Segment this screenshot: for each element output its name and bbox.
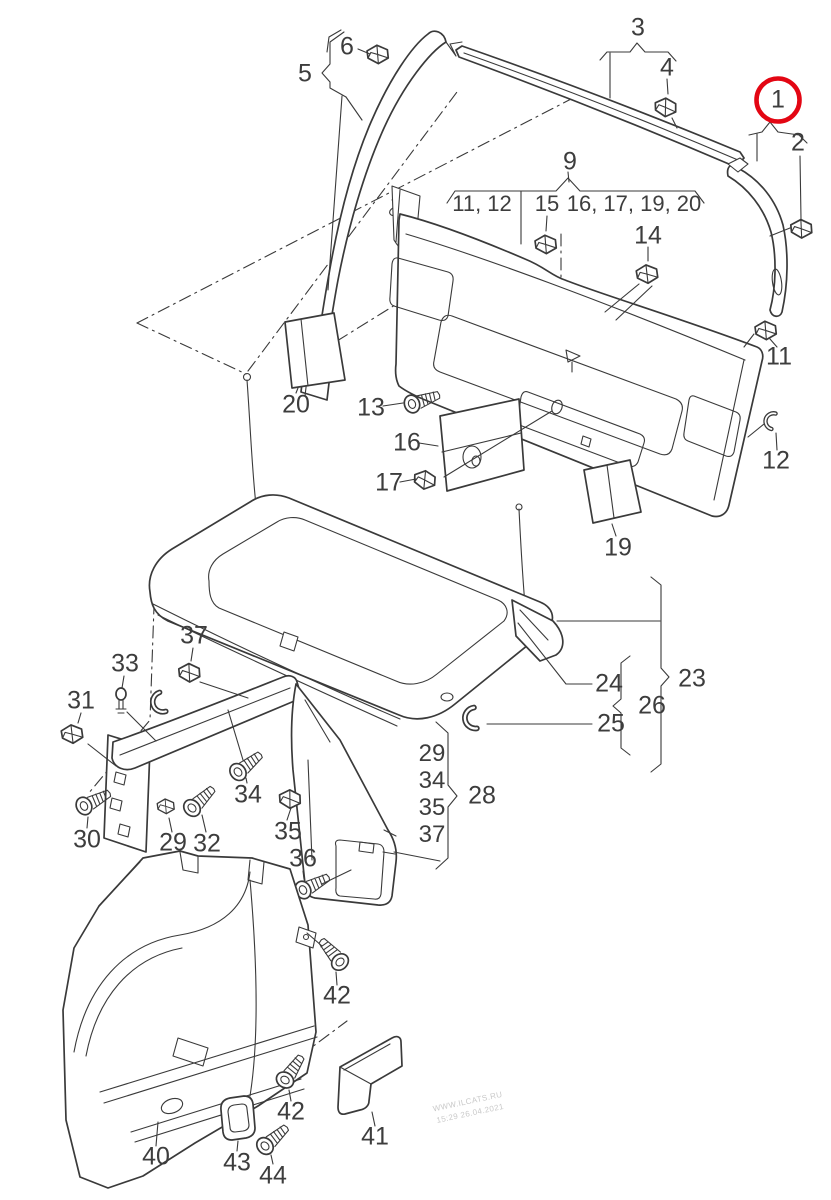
part-32-screw-drawing: [179, 780, 220, 833]
callout-20[interactable]: 20: [282, 390, 310, 419]
callout-28-stack-37[interactable]: 37: [418, 821, 446, 848]
part-4-clip-drawing: [651, 78, 680, 129]
part-11-clip-drawing: [743, 319, 779, 348]
part-43-bezel-drawing: [220, 1095, 256, 1152]
callout-28-stack-34[interactable]: 34: [418, 767, 446, 794]
callout-30[interactable]: 30: [73, 825, 101, 854]
part-16-cover-drawing: [418, 398, 525, 492]
callout-43[interactable]: 43: [223, 1148, 251, 1177]
callout-28[interactable]: 28: [468, 781, 496, 810]
part-40-side-trim-drawing: [62, 850, 318, 1189]
callout-25[interactable]: 25: [597, 709, 625, 738]
part-35-clip-drawing: [276, 787, 304, 821]
part-37-clip-drawing: [176, 647, 249, 699]
bracket-28: [393, 721, 458, 870]
part-33-pin-drawing: [115, 675, 157, 742]
callout-34[interactable]: 34: [234, 780, 262, 809]
part-17-clip-drawing: [399, 410, 553, 493]
bracket-5-6: [321, 29, 371, 291]
part-34-screw-drawing: [225, 709, 268, 785]
callout-19[interactable]: 19: [604, 533, 632, 562]
callout-17[interactable]: 17: [375, 468, 403, 497]
callout-44[interactable]: 44: [259, 1161, 287, 1190]
callout-group-11-12[interactable]: 11, 12: [452, 191, 512, 216]
part-3-strip-drawing: [455, 45, 745, 168]
callout-11[interactable]: 11: [766, 342, 792, 371]
callout-2[interactable]: 2: [791, 128, 805, 157]
callout-6[interactable]: 6: [340, 32, 354, 61]
callout-1-highlighted[interactable]: 1: [771, 85, 785, 114]
bracket-9: [446, 171, 705, 245]
bracket-3: [599, 42, 677, 99]
callout-13[interactable]: 13: [357, 393, 385, 422]
part-14-clip-drawing: [604, 246, 660, 321]
part-31-clip-drawing: [59, 712, 117, 767]
part-2-clip-drawing: [769, 217, 815, 241]
callout-28-stack-29[interactable]: 29: [418, 740, 446, 767]
callout-group-16-20[interactable]: 16, 17, 19, 20: [566, 191, 702, 216]
part-9-tailgate-panel-drawing: [389, 185, 764, 518]
callout-28-stack-35[interactable]: 35: [418, 794, 446, 821]
callout-14[interactable]: 14: [634, 221, 662, 250]
callout-33[interactable]: 33: [111, 649, 139, 678]
callout-1-highlight-circle: [754, 76, 802, 124]
callout-41[interactable]: 41: [361, 1122, 389, 1151]
part-36-screw-drawing: [291, 867, 352, 903]
callout-15[interactable]: 15: [534, 191, 560, 216]
callout-4[interactable]: 4: [660, 53, 674, 82]
brackets-23-26: [486, 576, 670, 773]
part-1-trim-drawing: [726, 157, 788, 318]
callout-29[interactable]: 29: [159, 828, 187, 857]
callout-31[interactable]: 31: [67, 686, 95, 715]
part-29-clip-drawing: [155, 797, 177, 833]
part-13-screw-drawing: [382, 384, 444, 416]
callout-42-upper[interactable]: 42: [323, 981, 351, 1010]
part-6-clip-drawing: [364, 43, 391, 66]
part-15-clip-drawing: [532, 215, 559, 256]
callout-12[interactable]: 12: [762, 446, 790, 475]
callout-3[interactable]: 3: [631, 13, 645, 42]
callout-36[interactable]: 36: [289, 844, 317, 873]
part-12-clip-drawing: [747, 411, 777, 451]
callout-23[interactable]: 23: [678, 664, 706, 693]
callout-35[interactable]: 35: [274, 817, 302, 846]
callout-24[interactable]: 24: [595, 669, 623, 698]
part-19-flap-drawing: [583, 459, 642, 537]
part-23-parcel-shelf-drawing: [149, 372, 564, 730]
part-42-screw-upper-drawing: [306, 932, 353, 986]
callout-26[interactable]: 26: [638, 691, 666, 720]
part-42-screw-lower-drawing: [272, 1050, 310, 1102]
part-30-screw-drawing: [72, 783, 115, 829]
callout-42-lower[interactable]: 42: [277, 1097, 305, 1126]
callout-5[interactable]: 5: [298, 59, 312, 88]
callout-16[interactable]: 16: [393, 428, 421, 457]
callout-37[interactable]: 37: [180, 621, 208, 650]
callout-9[interactable]: 9: [563, 147, 577, 176]
part-rail-bracket-drawing: [103, 674, 398, 906]
callout-40[interactable]: 40: [142, 1142, 170, 1171]
bracket-1-2: [748, 121, 808, 220]
part-41-sill-strip-drawing: [337, 1035, 403, 1127]
part-20-flap-drawing: [284, 312, 346, 394]
part-44-screw-drawing: [252, 1119, 294, 1165]
callout-32[interactable]: 32: [193, 829, 221, 858]
